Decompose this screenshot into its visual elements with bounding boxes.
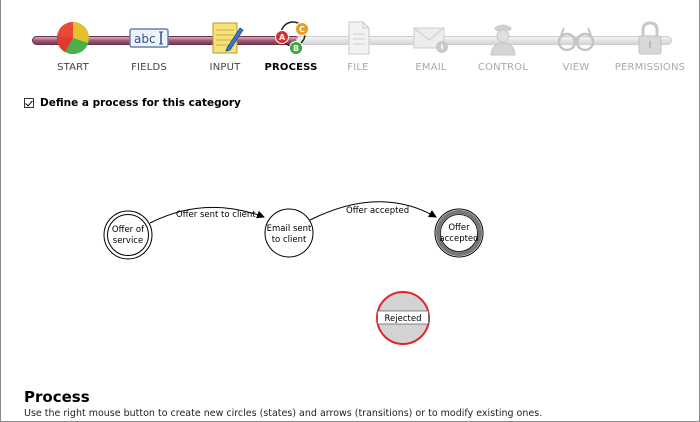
wizard-step-email[interactable]: EMAIL bbox=[396, 14, 466, 78]
wizard-step-start[interactable]: START bbox=[38, 14, 108, 78]
officer-icon bbox=[490, 24, 516, 56]
wizard-step-input[interactable]: INPUT bbox=[190, 14, 260, 78]
state-email-sent[interactable]: Email sent to client bbox=[264, 208, 314, 258]
process-abc-icon: A C B bbox=[275, 21, 309, 55]
wizard-step-label: EMAIL bbox=[415, 62, 447, 73]
wizard-step-label: FIELDS bbox=[131, 62, 167, 73]
process-help: Process Use the right mouse button to cr… bbox=[24, 388, 542, 419]
wizard-step-label: START bbox=[57, 62, 89, 73]
process-letter-a: A bbox=[279, 33, 286, 42]
wizard-progress-remaining bbox=[296, 36, 672, 45]
transition-label: Offer accepted bbox=[346, 206, 409, 216]
wizard-step-label: INPUT bbox=[209, 62, 241, 73]
wizard-step-label: CONTROL bbox=[477, 62, 529, 73]
document-icon bbox=[348, 21, 370, 55]
text-field-icon: abc bbox=[129, 28, 169, 48]
glasses-icon bbox=[557, 27, 595, 52]
state-label-line: Offer bbox=[448, 223, 470, 233]
process-diagram-canvas[interactable]: Offer sent to client Offer accepted Offe… bbox=[0, 120, 700, 360]
define-process-label: Define a process for this category bbox=[40, 97, 241, 109]
define-process-row[interactable]: Define a process for this category bbox=[24, 96, 241, 110]
define-process-checkbox[interactable] bbox=[24, 98, 34, 108]
wizard-step-label: FILE bbox=[347, 62, 369, 73]
pie-chart-icon bbox=[56, 21, 89, 55]
transition-label: Offer sent to client bbox=[176, 210, 256, 220]
transition-offer-accepted[interactable]: Offer accepted bbox=[309, 201, 437, 221]
fields-icon-text: abc bbox=[134, 32, 156, 46]
notepad-pencil-icon bbox=[212, 22, 244, 54]
wizard-step-control[interactable]: CONTROL bbox=[468, 14, 538, 78]
wizard-step-permissions[interactable]: PERMISSIONS bbox=[611, 14, 689, 78]
wizard-step-label: PROCESS bbox=[264, 62, 318, 73]
wizard-step-label: PERMISSIONS bbox=[614, 62, 686, 73]
wizard-step-view[interactable]: VIEW bbox=[541, 14, 611, 78]
state-offer-of-service[interactable]: Offer of service bbox=[103, 210, 153, 260]
state-label-line: to client bbox=[272, 235, 307, 245]
state-rejected[interactable]: Rejected bbox=[376, 291, 430, 345]
section-description: Use the right mouse button to create new… bbox=[24, 408, 543, 419]
process-letter-b: B bbox=[293, 44, 299, 53]
wizard-step-process[interactable]: A C B PROCESS bbox=[256, 14, 326, 78]
state-label-line: Email sent bbox=[267, 224, 312, 234]
state-label-line: service bbox=[113, 236, 143, 246]
email-icon bbox=[413, 27, 448, 53]
transition-offer-sent[interactable]: Offer sent to client bbox=[149, 206, 265, 224]
wizard-bar: START abc FIELDS INPUT A bbox=[0, 0, 700, 80]
state-label-line: Offer of bbox=[112, 225, 145, 235]
wizard-step-file[interactable]: FILE bbox=[323, 14, 393, 78]
state-offer-accepted[interactable]: Offer accepted bbox=[434, 208, 484, 258]
process-letter-c: C bbox=[299, 25, 305, 34]
padlock-icon bbox=[638, 21, 662, 55]
state-label-line: Rejected bbox=[385, 314, 422, 324]
wizard-step-label: VIEW bbox=[562, 62, 590, 73]
state-label-line: accepted bbox=[439, 234, 478, 244]
section-title: Process bbox=[24, 388, 90, 406]
wizard-step-fields[interactable]: abc FIELDS bbox=[114, 14, 184, 78]
